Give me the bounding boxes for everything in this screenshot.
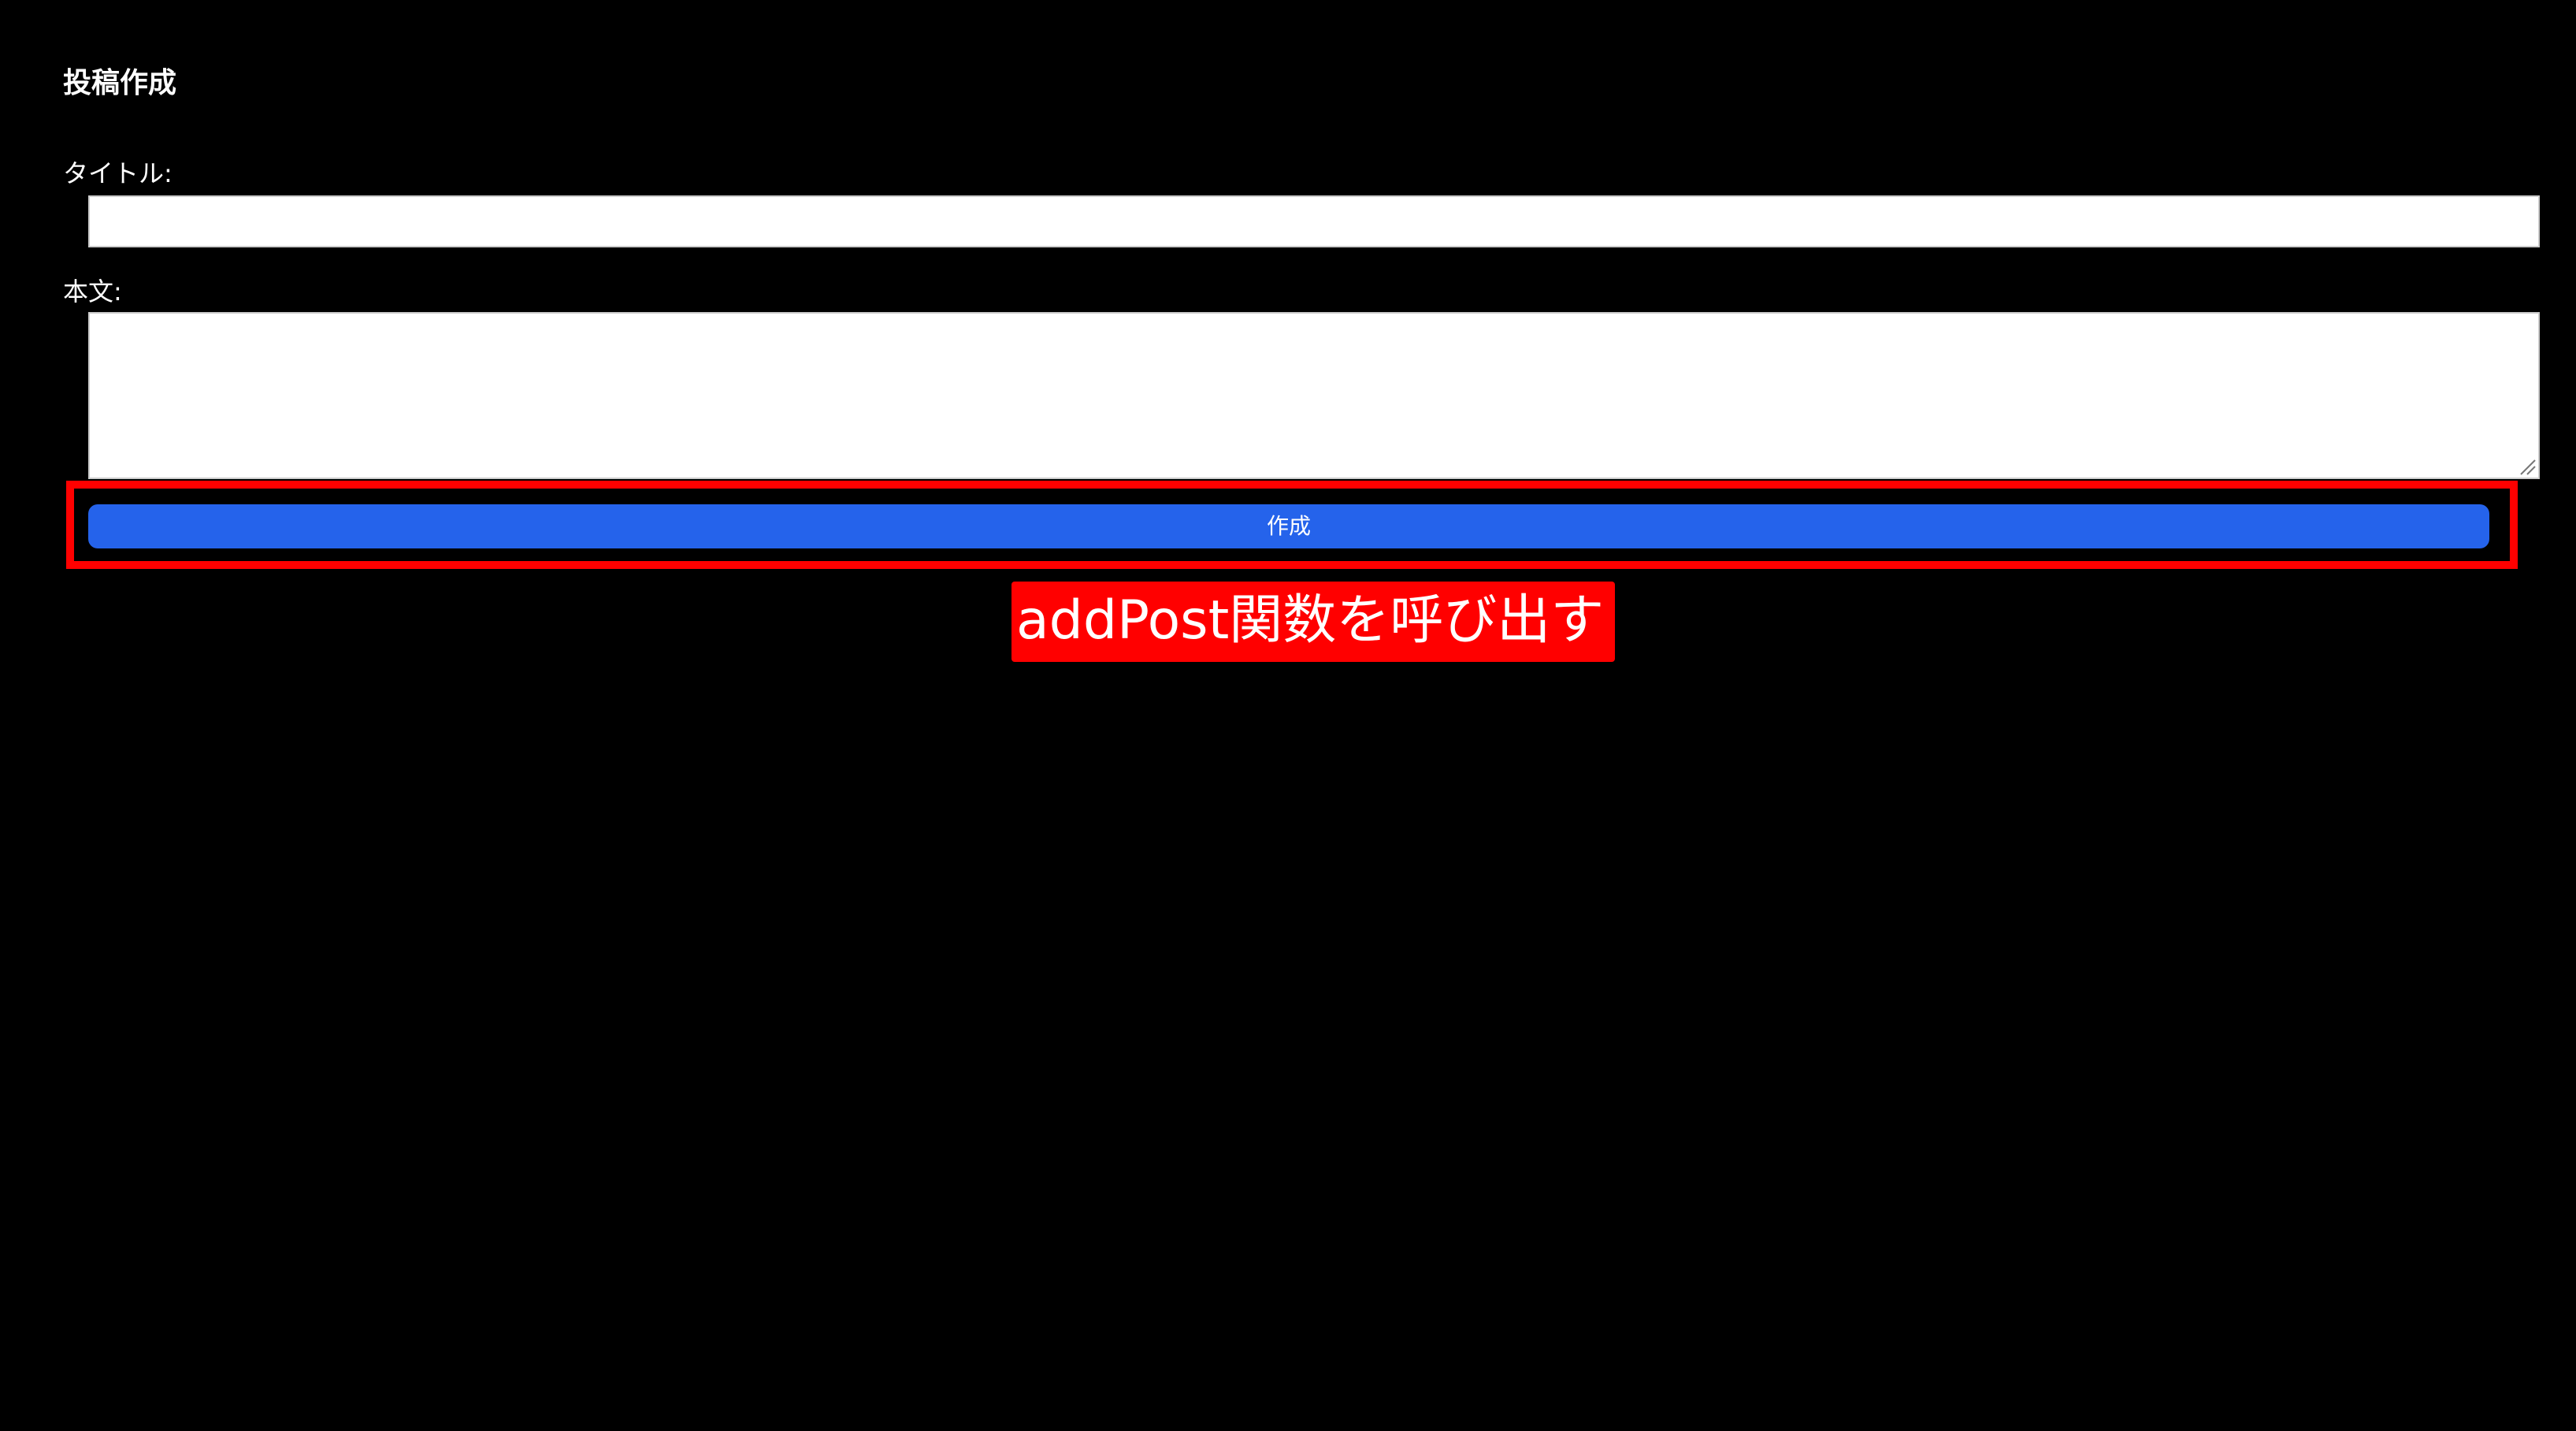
body-label: 本文: (63, 277, 122, 307)
create-button[interactable]: 作成 (88, 504, 2489, 548)
annotation-label: addPost関数を呼び出す (1011, 582, 1616, 662)
annotation-highlight-box (66, 481, 2518, 569)
body-textarea[interactable] (88, 312, 2540, 479)
title-input[interactable] (88, 195, 2540, 247)
title-label: タイトル: (63, 158, 173, 188)
resize-grip-icon[interactable] (2518, 459, 2537, 476)
page-title: 投稿作成 (63, 67, 177, 99)
